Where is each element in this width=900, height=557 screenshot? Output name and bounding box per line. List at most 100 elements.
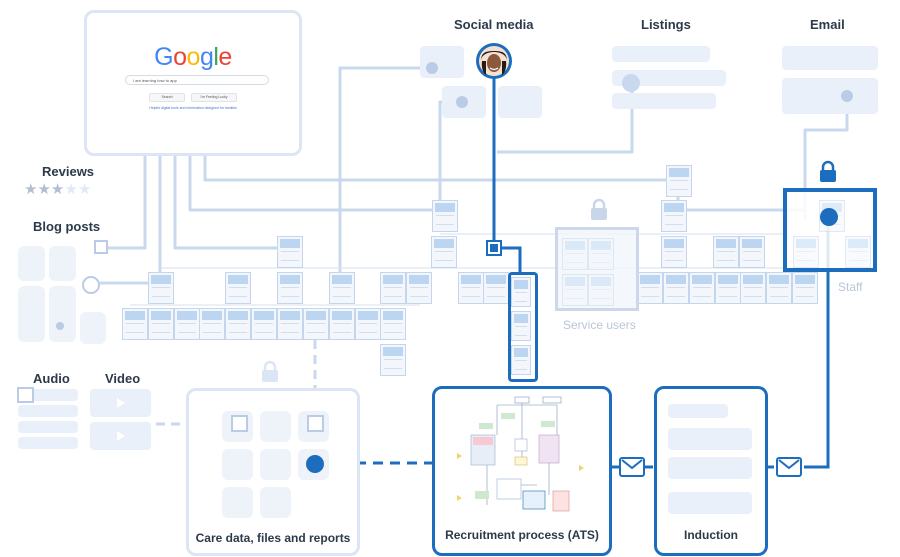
page-thumbnail xyxy=(637,272,663,304)
file-tile xyxy=(260,411,291,442)
blog-tile xyxy=(18,246,45,281)
search-engine-window: Google I am learning how to app Search I… xyxy=(84,10,302,156)
star-icon: ★ xyxy=(64,181,78,198)
file-tile xyxy=(222,487,253,518)
node-dot xyxy=(456,96,468,108)
page-thumbnail xyxy=(562,274,588,306)
email-card xyxy=(782,78,878,114)
page-thumbnail xyxy=(661,236,687,268)
envelope-icon[interactable] xyxy=(619,457,645,477)
page-thumbnail xyxy=(588,274,614,306)
page-thumbnail xyxy=(715,272,741,304)
video-thumbnail xyxy=(90,422,151,450)
page-thumbnail xyxy=(663,272,689,304)
page-thumbnail xyxy=(380,272,406,304)
audio-track xyxy=(18,405,78,417)
star-rating: ★★★★★ xyxy=(24,180,91,199)
care-data-panel[interactable]: Care data, files and reports xyxy=(186,388,360,556)
recruitment-flowchart xyxy=(457,396,584,512)
label-email: Email xyxy=(810,17,845,32)
blog-tile xyxy=(18,286,45,342)
page-thumbnail xyxy=(380,344,406,376)
search-button[interactable]: Search xyxy=(149,93,185,102)
page-thumbnail xyxy=(432,200,458,232)
audio-track xyxy=(18,437,78,449)
label-recruitment: Recruitment process (ATS) xyxy=(445,528,599,542)
page-thumbnail xyxy=(511,311,531,341)
recruitment-panel[interactable]: Recruitment process (ATS) xyxy=(432,386,612,556)
star-icon: ★ xyxy=(50,181,65,198)
social-post-card xyxy=(420,46,464,78)
page-thumbnail xyxy=(740,272,766,304)
care-data-node xyxy=(306,455,324,473)
page-thumbnail xyxy=(251,308,277,340)
search-input[interactable]: I am learning how to app xyxy=(125,75,269,85)
page-thumbnail xyxy=(277,272,303,304)
label-care-data: Care data, files and reports xyxy=(195,531,351,545)
page-thumbnail xyxy=(406,272,432,304)
recruitment-pages-column[interactable] xyxy=(508,272,538,382)
page-thumbnail xyxy=(303,308,329,340)
file-tile xyxy=(260,449,291,480)
listing-card xyxy=(612,70,726,86)
node-square xyxy=(17,387,34,403)
blog-tile xyxy=(80,312,106,344)
page-thumbnail xyxy=(511,277,531,307)
node-dot xyxy=(56,322,64,330)
page-thumbnail xyxy=(122,308,148,340)
label-induction: Induction xyxy=(684,528,738,542)
blog-tile xyxy=(49,286,76,342)
star-icon: ★ xyxy=(24,181,38,198)
selected-node[interactable] xyxy=(486,240,502,256)
staff-node xyxy=(820,208,838,226)
node-square xyxy=(231,415,248,432)
page-thumbnail xyxy=(148,272,174,304)
listing-card xyxy=(612,46,710,62)
staff-frame[interactable] xyxy=(783,188,877,272)
label-service-users: Service users xyxy=(563,318,636,332)
envelope-icon[interactable] xyxy=(776,457,802,477)
listing-card xyxy=(612,93,716,109)
lock-icon xyxy=(262,360,278,382)
node-dot xyxy=(426,62,438,74)
page-thumbnail xyxy=(329,308,355,340)
node-dot xyxy=(622,74,640,92)
page-thumbnail xyxy=(225,308,251,340)
node-circle xyxy=(82,276,100,294)
email-card xyxy=(782,46,878,70)
page-thumbnail xyxy=(739,236,765,268)
page-thumbnail xyxy=(380,308,406,340)
induction-item xyxy=(668,457,752,479)
page-thumbnail xyxy=(355,308,381,340)
node-square xyxy=(307,415,324,432)
star-icon: ★ xyxy=(37,181,51,198)
page-thumbnail xyxy=(199,308,225,340)
label-staff: Staff xyxy=(838,280,863,294)
node-square xyxy=(94,240,108,254)
node-dot xyxy=(841,90,853,102)
google-logo: Google xyxy=(154,43,232,71)
page-thumbnail xyxy=(766,272,792,304)
induction-panel[interactable]: Induction xyxy=(654,386,768,556)
label-social-media: Social media xyxy=(454,17,534,32)
induction-item xyxy=(668,404,728,418)
page-thumbnail xyxy=(666,165,692,197)
blog-tile xyxy=(49,246,76,281)
page-thumbnail xyxy=(511,345,531,375)
page-thumbnail xyxy=(174,308,200,340)
page-thumbnail xyxy=(562,238,588,270)
page-thumbnail xyxy=(431,236,457,268)
induction-item xyxy=(668,492,752,514)
page-thumbnail xyxy=(793,236,819,268)
page-thumbnail xyxy=(588,238,614,270)
avatar xyxy=(476,43,512,79)
page-thumbnail xyxy=(329,272,355,304)
page-thumbnail xyxy=(277,308,303,340)
file-tile xyxy=(222,449,253,480)
audio-track xyxy=(18,421,78,433)
lock-icon xyxy=(591,198,607,220)
service-users-frame[interactable] xyxy=(555,227,639,311)
search-tagline: Helpful digital tools and information de… xyxy=(149,106,237,110)
page-thumbnail xyxy=(148,308,174,340)
lucky-button[interactable]: I'm Feeling Lucky xyxy=(191,93,237,102)
